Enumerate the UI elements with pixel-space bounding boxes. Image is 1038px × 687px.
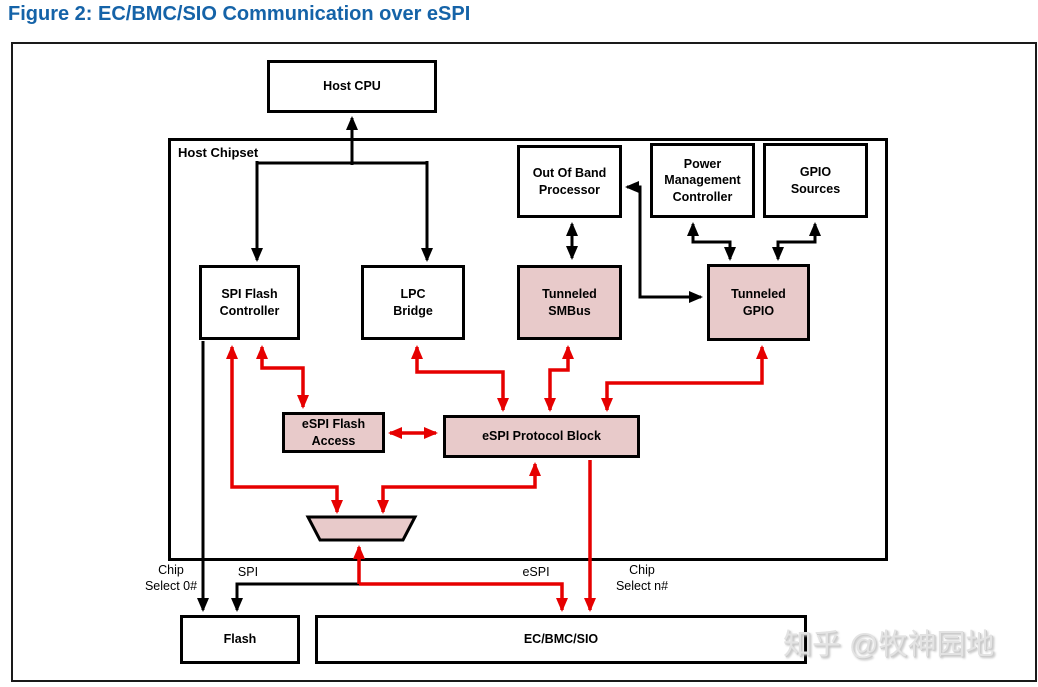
node-gpio-sources: GPIO Sources: [763, 143, 868, 218]
bus-label-spi: SPI: [237, 565, 259, 579]
node-flash: Flash: [180, 615, 300, 664]
host-chipset-label: Host Chipset: [178, 145, 259, 160]
node-spi-flash-controller: SPI Flash Controller: [199, 265, 300, 340]
node-espi-flash-access: eSPI Flash Access: [282, 412, 385, 453]
node-tunneled-gpio: Tunneled GPIO: [707, 264, 810, 341]
node-oob-processor: Out Of Band Processor: [517, 145, 622, 218]
node-host-cpu: Host CPU: [267, 60, 437, 113]
node-power-mgmt-controller: Power Management Controller: [650, 143, 755, 218]
bus-label-chip-select-0: Chip Select 0#: [144, 563, 198, 593]
watermark: 知乎 @牧神园地: [783, 629, 995, 661]
node-ec-bmc-sio: EC/BMC/SIO: [315, 615, 807, 664]
node-espi-protocol-block: eSPI Protocol Block: [443, 415, 640, 458]
figure-title: Figure 2: EC/BMC/SIO Communication over …: [8, 3, 471, 25]
bus-label-espi: eSPI: [522, 565, 550, 579]
node-lpc-bridge: LPC Bridge: [361, 265, 465, 340]
bus-label-chip-select-n: Chip Select n#: [615, 563, 669, 593]
host-chipset-container: Host Chipset: [168, 138, 888, 561]
node-tunneled-smbus: Tunneled SMBus: [517, 265, 622, 340]
